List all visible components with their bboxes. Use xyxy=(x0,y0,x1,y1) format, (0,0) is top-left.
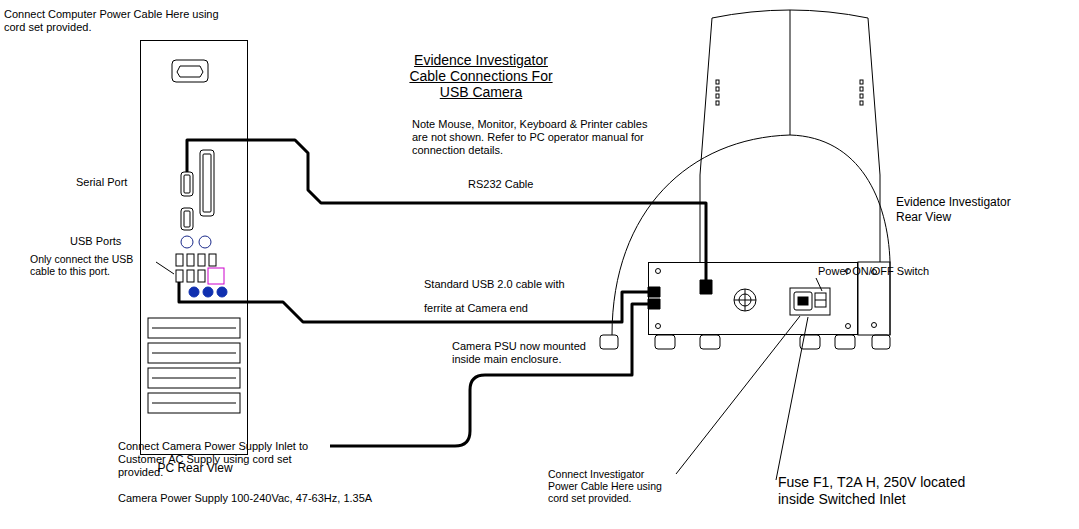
annotation-label: Connect Computer Power Cable Here using … xyxy=(4,8,219,34)
card-slot xyxy=(148,368,240,388)
iec-inlet xyxy=(798,297,808,305)
screw xyxy=(846,324,851,329)
foot xyxy=(872,335,890,349)
usb-port xyxy=(187,270,194,282)
audio-jack xyxy=(203,287,213,297)
usb-port xyxy=(209,254,216,266)
power-socket xyxy=(177,66,203,77)
usb-port xyxy=(198,254,205,266)
power-switch xyxy=(815,293,826,307)
fan-grille xyxy=(745,289,746,311)
ps2-port xyxy=(181,236,193,248)
screw xyxy=(656,324,661,329)
card-slot xyxy=(152,403,236,404)
serial-port xyxy=(184,211,190,227)
cable xyxy=(248,140,706,262)
housing-seam xyxy=(790,10,791,135)
audio-jack xyxy=(217,287,227,297)
usb-port xyxy=(198,270,205,282)
parallel-port xyxy=(200,150,214,216)
annotation-label: Fuse F1, T2A H, 250V located inside Swit… xyxy=(778,474,990,508)
annotation-label: Camera PSU now mounted inside main enclo… xyxy=(452,340,610,366)
housing-dome xyxy=(612,135,890,335)
vent-slot xyxy=(860,94,863,98)
cable-stub xyxy=(179,140,712,446)
housing-tower xyxy=(700,10,880,262)
card-slot xyxy=(148,393,240,413)
vent-slot xyxy=(716,80,863,105)
vent-slot xyxy=(860,101,863,105)
card-slot xyxy=(148,318,240,413)
annotation-label: Only connect the USB cable to this port. xyxy=(30,253,155,277)
cable-stub xyxy=(705,262,708,281)
usb-port xyxy=(187,254,194,266)
cable-label: RS232 Cable xyxy=(468,178,558,191)
foot xyxy=(700,335,720,349)
plug xyxy=(700,280,712,294)
card-slot xyxy=(152,378,236,379)
node-title: PC Rear View xyxy=(121,461,269,475)
annotation-label: USB Ports xyxy=(70,235,160,248)
power-socket xyxy=(172,60,208,82)
cable-stub xyxy=(187,140,248,172)
plug xyxy=(648,287,660,297)
network-port xyxy=(208,268,224,284)
parallel-port xyxy=(203,154,211,212)
ps2-port xyxy=(199,236,211,248)
card-slot xyxy=(148,318,240,338)
fan-grille xyxy=(734,289,756,311)
vent-slot xyxy=(716,87,719,91)
switched-inlet xyxy=(790,288,830,315)
pc-panel xyxy=(148,60,240,413)
vent-slot xyxy=(860,87,863,91)
investigator-base: Evidence Investigator Rear View xyxy=(648,262,858,335)
plug xyxy=(648,299,660,309)
foot xyxy=(655,335,675,349)
serial-port xyxy=(184,175,190,193)
annotation-label: Power ON/OFF Switch xyxy=(818,265,968,278)
serial-port xyxy=(181,208,193,230)
annotation-label: Note Mouse, Monitor, Keyboard & Printer … xyxy=(412,118,650,157)
power-cord xyxy=(330,304,648,446)
iec-inlet xyxy=(794,292,812,310)
annotation-label: Connect Investigator Power Cable Here us… xyxy=(548,468,673,504)
power-switch xyxy=(815,300,826,301)
cable-label: Standard USB 2.0 cable with ferrite at C… xyxy=(424,272,572,320)
diagram-title: Evidence Investigator Cable Connections … xyxy=(405,52,557,100)
vent-slot xyxy=(716,80,719,84)
vent-slot xyxy=(860,80,863,84)
pc-tower: PC Rear View xyxy=(140,40,248,455)
screw xyxy=(872,323,877,328)
card-slot xyxy=(148,343,240,363)
vent-slot xyxy=(716,94,719,98)
node-title: Evidence Investigator Rear View xyxy=(896,195,1024,225)
usb-port xyxy=(176,270,183,282)
card-slot xyxy=(152,353,236,354)
audio-jack xyxy=(189,287,199,297)
foot xyxy=(600,335,618,349)
annotation-label: Camera Power Supply 100-240Vac, 47-63Hz,… xyxy=(118,492,418,505)
card-slot xyxy=(152,328,236,329)
serial-port xyxy=(181,172,193,196)
leader-line xyxy=(816,278,822,291)
investigator-housing xyxy=(600,10,890,349)
usb-port xyxy=(176,254,183,266)
cable-stub xyxy=(179,282,248,302)
screw xyxy=(656,269,661,274)
annotation-label: Serial Port xyxy=(76,176,166,189)
leader-line xyxy=(776,317,808,480)
leader-line xyxy=(156,262,174,274)
foot xyxy=(835,335,855,349)
vent-slot xyxy=(716,101,719,105)
